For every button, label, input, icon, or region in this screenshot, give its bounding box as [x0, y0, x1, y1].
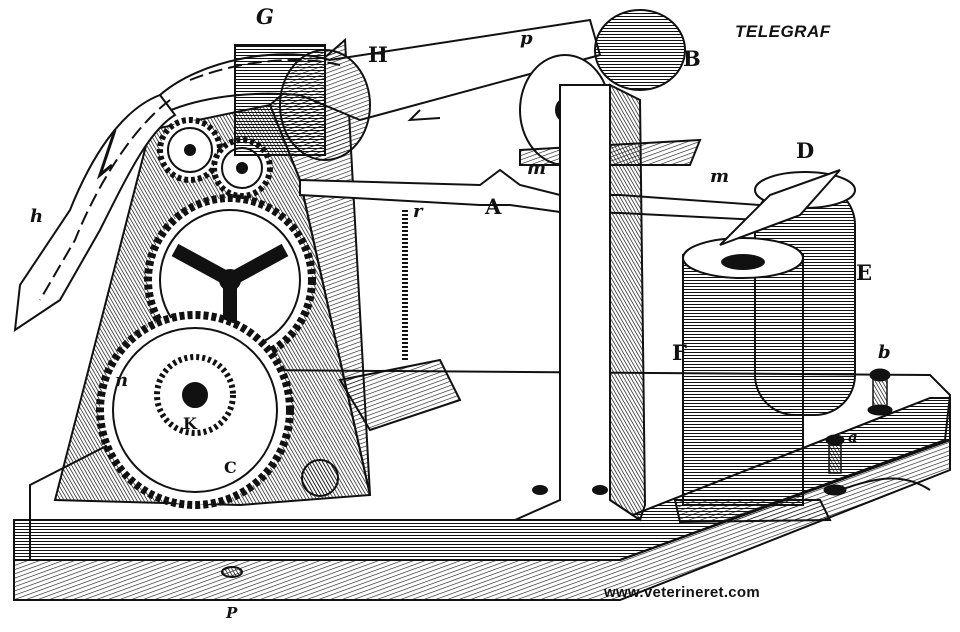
label-h: h	[30, 206, 44, 227]
label-G: G	[256, 4, 274, 29]
label-m-left: m	[527, 158, 547, 179]
watermark-url: www.veterineret.com	[604, 584, 761, 601]
label-B: B	[683, 46, 701, 71]
label-A: A	[485, 194, 502, 219]
label-r: r	[413, 201, 423, 222]
label-n: n	[115, 370, 129, 391]
armature-lever	[299, 138, 761, 222]
label-E: E	[856, 260, 873, 285]
label-m-right: m	[710, 166, 730, 187]
label-H: H	[368, 42, 388, 67]
label-C: C	[224, 458, 237, 477]
label-a: a	[848, 428, 858, 446]
label-b: b	[878, 342, 891, 363]
support-pillar	[514, 83, 647, 522]
label-P: P	[226, 604, 238, 622]
label-D: D	[796, 138, 815, 163]
spring	[338, 210, 462, 432]
terminals	[823, 368, 931, 496]
label-p: p	[520, 28, 533, 49]
gear-train	[96, 117, 316, 509]
title-text: TELEGRAF	[735, 22, 831, 41]
knob	[221, 459, 339, 578]
label-K: K	[183, 414, 197, 433]
electromagnet-coils	[673, 169, 856, 524]
label-F: F	[672, 340, 687, 365]
